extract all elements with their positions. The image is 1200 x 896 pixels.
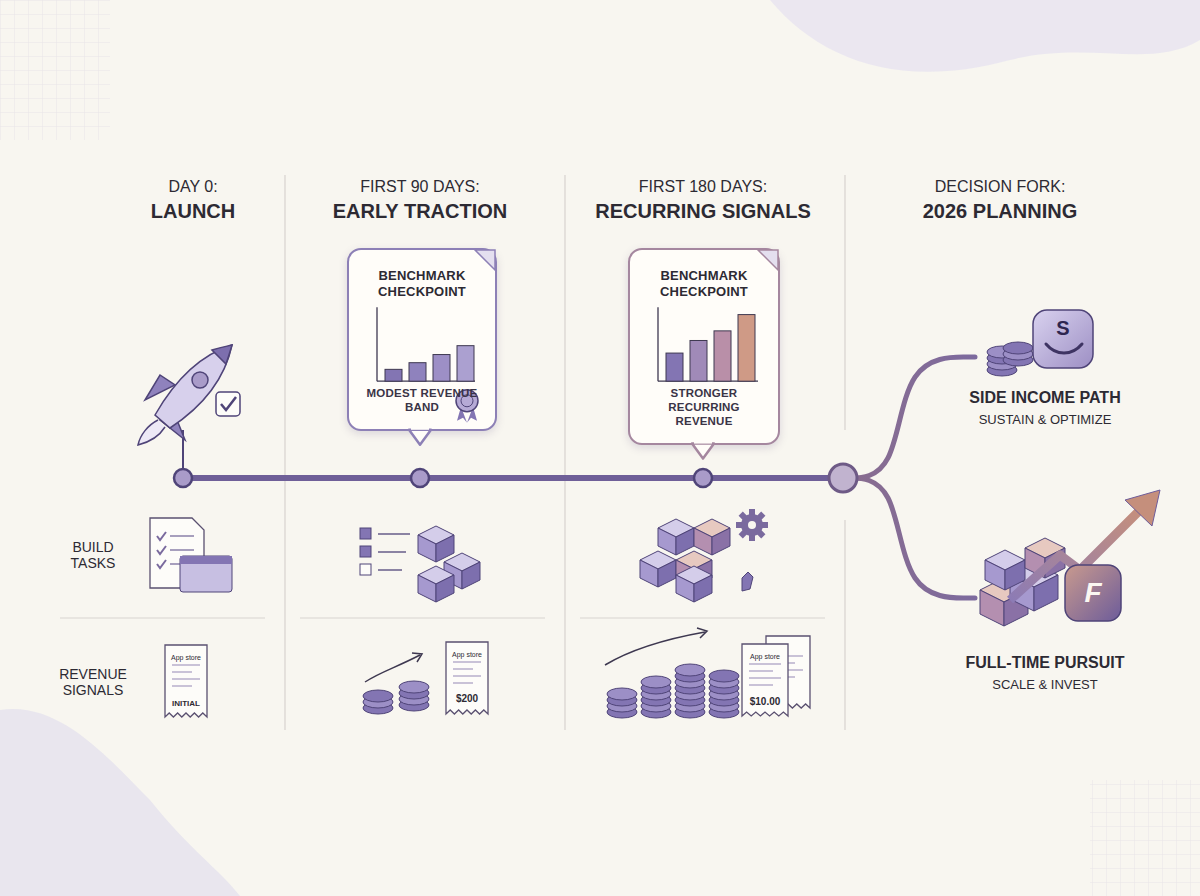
app-letter: F: [1084, 577, 1101, 609]
smile: [1046, 344, 1082, 353]
trend-arrow: [605, 632, 705, 665]
checkpoint-card: BENCHMARK CHECKPOINT MODEST REVENUE BAND: [347, 248, 497, 431]
cube: [418, 566, 454, 602]
row-label: REVENUE SIGNALS: [51, 666, 135, 698]
column-date: DECISION FORK:: [935, 178, 1066, 196]
outcome-path: FULL-TIME PURSUIT SCALE & INVEST: [960, 653, 1130, 693]
cube: [640, 551, 676, 587]
receipt-text: $10.00: [750, 696, 781, 708]
checklist: [360, 528, 410, 575]
receipt: [165, 645, 207, 717]
timeline-dot: [694, 469, 712, 487]
arrow-head: [697, 628, 707, 638]
browser-bar: [180, 556, 232, 564]
coin: [607, 688, 637, 700]
coin: [363, 690, 393, 702]
arrow-head: [412, 653, 422, 662]
node-heading: BENCHMARK CHECKPOINT: [640, 268, 768, 299]
column-title: 2026 PLANNING: [923, 200, 1078, 223]
cube: [658, 519, 694, 555]
coin: [399, 681, 429, 693]
timeline: [183, 475, 843, 481]
coin: [675, 664, 705, 676]
timeline-dot: [174, 469, 192, 487]
row-label: BUILD TASKS: [51, 539, 135, 571]
receipt-text: App store: [452, 651, 482, 659]
fork-branch: [843, 357, 975, 478]
fork-junction: [829, 464, 857, 492]
cube: [694, 519, 730, 555]
node-heading: BENCHMARK CHECKPOINT: [359, 268, 485, 299]
app-icon: [1033, 310, 1093, 368]
fork-branch: [843, 478, 975, 598]
node-subtext: SCALE & INVEST: [960, 677, 1130, 693]
node-subtext: MODEST REVENUE BAND: [359, 387, 485, 415]
coin: [709, 670, 739, 682]
check-mark: [221, 397, 236, 410]
timeline-dot: [411, 469, 429, 487]
cube: [418, 526, 454, 562]
column-title: EARLY TRACTION: [333, 200, 507, 223]
column-date: FIRST 90 DAYS:: [360, 178, 479, 196]
browser-window: [180, 556, 232, 592]
app-letter: S: [1056, 317, 1069, 340]
node-heading: FULL-TIME PURSUIT: [960, 653, 1130, 672]
receipt-text: App store: [171, 654, 201, 662]
checkpoint-card: BENCHMARK CHECKPOINT STRONGER RECURRING R…: [628, 248, 780, 445]
node-heading: SIDE INCOME PATH: [960, 388, 1130, 407]
cube: [676, 566, 712, 602]
gear: [736, 509, 768, 541]
coin: [1003, 342, 1033, 354]
trend-arrow: [365, 655, 420, 682]
receipt: [446, 642, 488, 714]
node-subtext: SUSTAIN & OPTIMIZE: [960, 412, 1130, 428]
outcome-path: SIDE INCOME PATH SUSTAIN & OPTIMIZE: [960, 388, 1130, 428]
coin: [641, 676, 671, 688]
receipt-text: INITIAL: [172, 699, 200, 708]
receipt-text: $200: [456, 693, 478, 705]
receipt-text: App store: [750, 653, 780, 661]
growth-arrow-head: [1125, 490, 1160, 526]
column-date: DAY 0:: [168, 178, 217, 196]
column-title: RECURRING SIGNALS: [595, 200, 811, 223]
column-date: FIRST 180 DAYS:: [639, 178, 767, 196]
cube: [985, 550, 1025, 590]
wrench: [742, 572, 753, 591]
node-subtext: STRONGER RECURRING REVENUE: [640, 387, 768, 428]
app-icon: [1065, 565, 1121, 621]
column-title: LAUNCH: [151, 200, 235, 223]
check-box: [216, 392, 240, 416]
receipt: [742, 644, 788, 716]
